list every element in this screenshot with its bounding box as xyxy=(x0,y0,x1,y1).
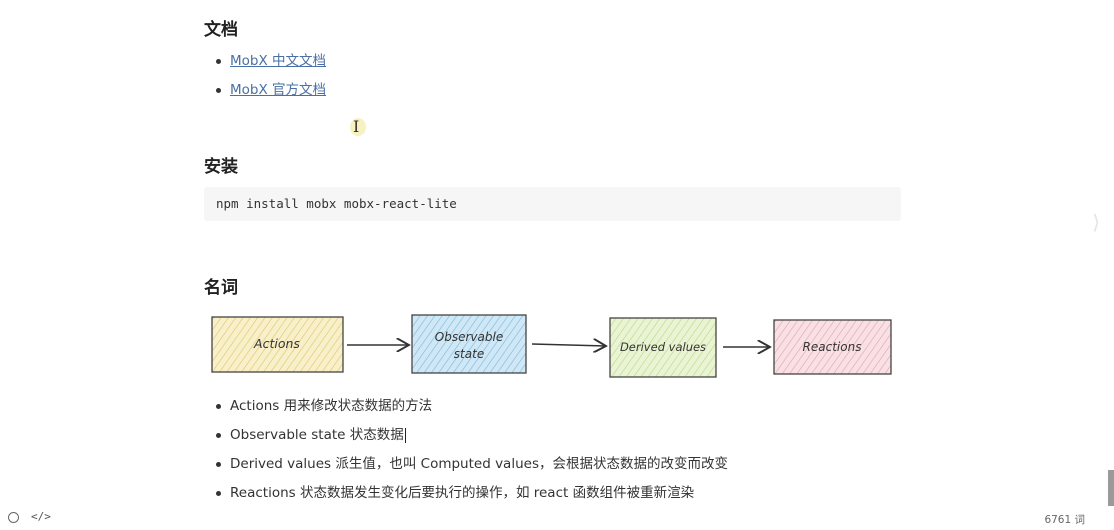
box-reactions-label: Reactions xyxy=(803,340,862,354)
list-item: Derived values 派生值，也叫 Computed values，会根… xyxy=(216,450,728,479)
outline-toggle-icon[interactable] xyxy=(8,512,19,523)
term-observable-state: Observable state 状态数据 xyxy=(230,427,404,443)
link-mobx-cn-docs[interactable]: MobX 中文文档 xyxy=(230,53,327,69)
list-item: Observable state 状态数据 xyxy=(216,421,728,450)
source-mode-icon[interactable]: </> xyxy=(31,510,51,523)
term-reactions: Reactions 状态数据发生变化后要执行的操作，如 react 函数组件被重… xyxy=(230,485,695,501)
heading-docs: 文档 xyxy=(204,20,238,40)
status-bar: </> 6761 词 xyxy=(0,508,1114,530)
list-item: MobX 中文文档 xyxy=(216,47,326,76)
i-beam-cursor-icon: I xyxy=(353,117,360,136)
terms-list: Actions 用来修改状态数据的方法 Observable state 状态数… xyxy=(216,392,728,508)
bullet-icon xyxy=(216,59,221,64)
term-actions: Actions 用来修改状态数据的方法 xyxy=(230,398,433,414)
link-mobx-official-docs[interactable]: MobX 官方文档 xyxy=(230,82,327,98)
bullet-icon xyxy=(216,491,221,496)
flow-arrow-2 xyxy=(531,344,606,346)
scrollbar-thumb[interactable] xyxy=(1108,470,1114,506)
list-item: Actions 用来修改状态数据的方法 xyxy=(216,392,728,421)
diagram-box-reactions: Reactions xyxy=(773,319,892,375)
box-actions-label: Actions xyxy=(253,336,300,351)
heading-terms: 名词 xyxy=(204,278,238,298)
list-item: MobX 官方文档 xyxy=(216,76,326,105)
bullet-icon xyxy=(216,404,221,409)
bullet-icon xyxy=(216,462,221,467)
install-code-block[interactable]: npm install mobx mobx-react-lite xyxy=(204,187,901,221)
mobx-flow-diagram: Actions Observable state Derived values … xyxy=(211,314,892,378)
diagram-box-observable-state: Observable state xyxy=(411,314,527,374)
box-derived-label: Derived values xyxy=(620,340,706,354)
bullet-icon xyxy=(216,88,221,93)
list-item: Reactions 状态数据发生变化后要执行的操作，如 react 函数组件被重… xyxy=(216,479,728,508)
mouse-highlight xyxy=(350,118,366,136)
box-observable-label-line2: state xyxy=(454,347,484,361)
word-count[interactable]: 6761 词 xyxy=(1044,514,1085,526)
term-derived-values: Derived values 派生值，也叫 Computed values，会根… xyxy=(230,456,728,472)
chevron-right-icon[interactable]: ⟩ xyxy=(1092,210,1100,234)
bullet-icon xyxy=(216,433,221,438)
diagram-box-derived-values: Derived values xyxy=(609,317,717,378)
heading-install: 安装 xyxy=(204,157,238,177)
text-cursor xyxy=(404,427,406,443)
box-observable-label-line1: Observable xyxy=(435,330,503,344)
docs-link-list: MobX 中文文档 MobX 官方文档 xyxy=(216,47,326,105)
diagram-box-actions: Actions xyxy=(211,316,344,373)
